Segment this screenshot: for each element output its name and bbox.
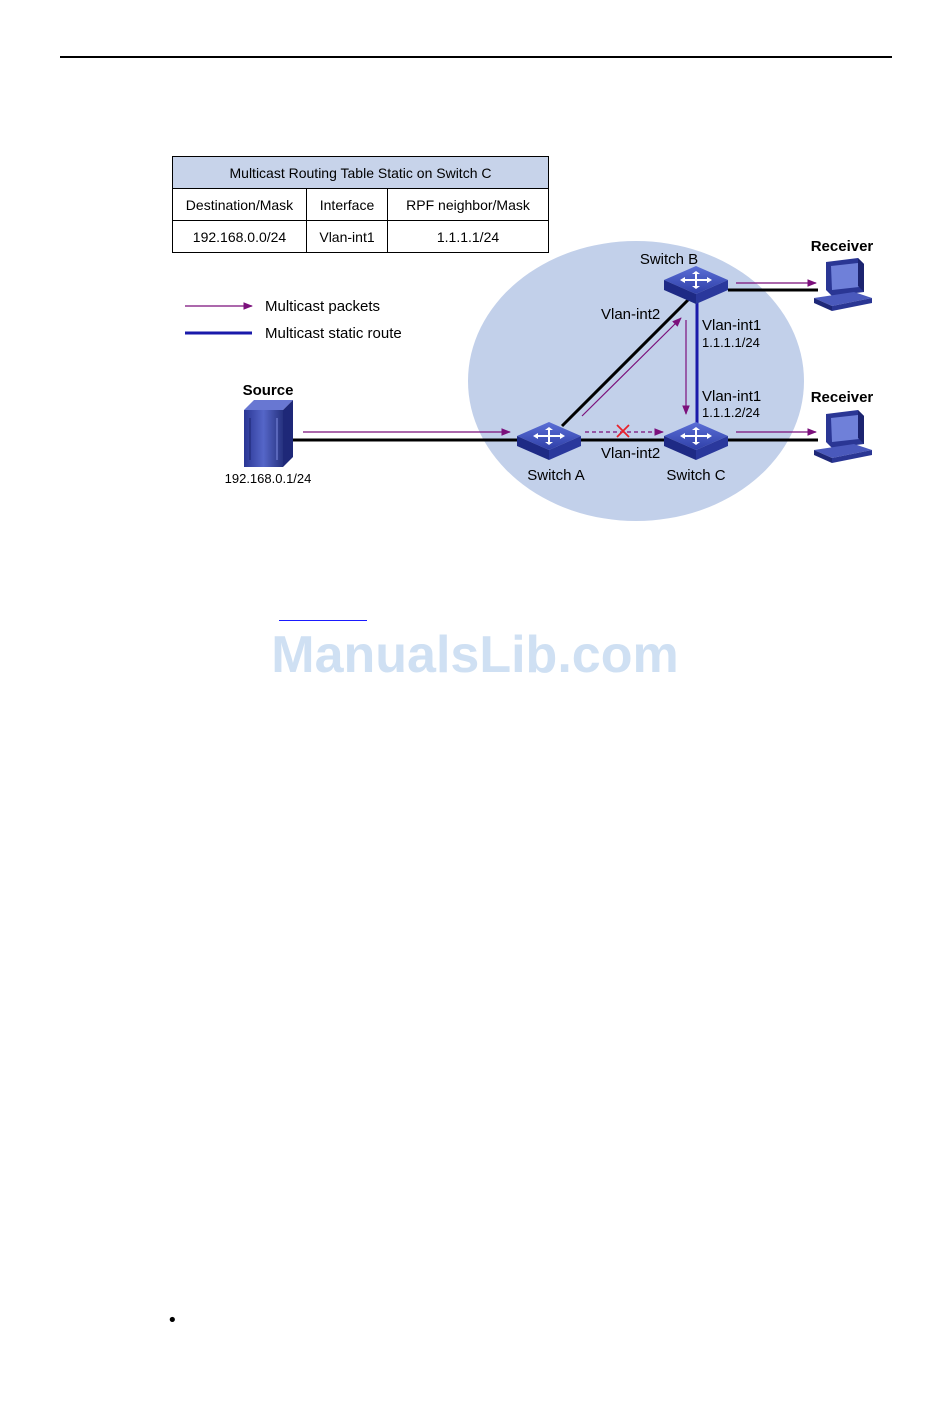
list-bullet: • bbox=[167, 1310, 178, 1331]
watermark: ManualsLib.com bbox=[271, 626, 679, 684]
cell-destination: 192.168.0.0/24 bbox=[172, 220, 307, 253]
cell-rpf-neighbor: 1.1.1.1/24 bbox=[387, 220, 549, 253]
switch-c-icon bbox=[664, 422, 728, 460]
switch-c-vlan-int1-label: Vlan-int1 bbox=[702, 388, 761, 405]
switch-b-icon bbox=[664, 266, 728, 304]
network-diagram: Multicast packets Multicast static route… bbox=[185, 238, 874, 521]
switch-c-ip-label: 1.1.1.2/24 bbox=[702, 405, 760, 420]
server-icon bbox=[244, 400, 293, 467]
header-rule bbox=[60, 56, 892, 58]
legend: Multicast packets Multicast static route bbox=[185, 298, 402, 342]
switch-b-vlan-int1-label: Vlan-int1 bbox=[702, 317, 761, 334]
switch-b-label: Switch B bbox=[640, 251, 698, 268]
source-title: Source bbox=[243, 382, 294, 399]
switch-c-label: Switch C bbox=[666, 467, 725, 484]
switch-a-label: Switch A bbox=[527, 467, 585, 484]
link-switch-a-switch-b bbox=[560, 296, 692, 428]
receiver-bottom-icon bbox=[814, 410, 872, 463]
header-interface: Interface bbox=[306, 188, 388, 221]
receiver-top-label: Receiver bbox=[811, 238, 874, 255]
switch-c-vlan-int2-label: Vlan-int2 bbox=[601, 445, 660, 462]
receiver-top-icon bbox=[814, 258, 872, 311]
switch-b-ip-label: 1.1.1.1/24 bbox=[702, 335, 760, 350]
packet-arrows bbox=[303, 279, 817, 438]
legend-static-route-label: Multicast static route bbox=[265, 325, 402, 342]
receiver-bottom-label: Receiver bbox=[811, 389, 874, 406]
source-ip: 192.168.0.1/24 bbox=[225, 471, 312, 486]
cell-interface: Vlan-int1 bbox=[306, 220, 388, 253]
packet-arrow-a-to-b bbox=[581, 317, 682, 417]
routing-table-title: Multicast Routing Table Static on Switch… bbox=[172, 156, 549, 189]
blocked-x-icon bbox=[616, 424, 630, 438]
link-underline[interactable] bbox=[279, 620, 367, 621]
header-rpf-neighbor: RPF neighbor/Mask bbox=[387, 188, 549, 221]
routing-table: Multicast Routing Table Static on Switch… bbox=[172, 156, 549, 253]
switch-b-vlan-int2-label: Vlan-int2 bbox=[601, 306, 660, 323]
links bbox=[293, 288, 818, 442]
legend-packets-label: Multicast packets bbox=[265, 298, 380, 315]
switch-a-icon bbox=[517, 422, 581, 460]
